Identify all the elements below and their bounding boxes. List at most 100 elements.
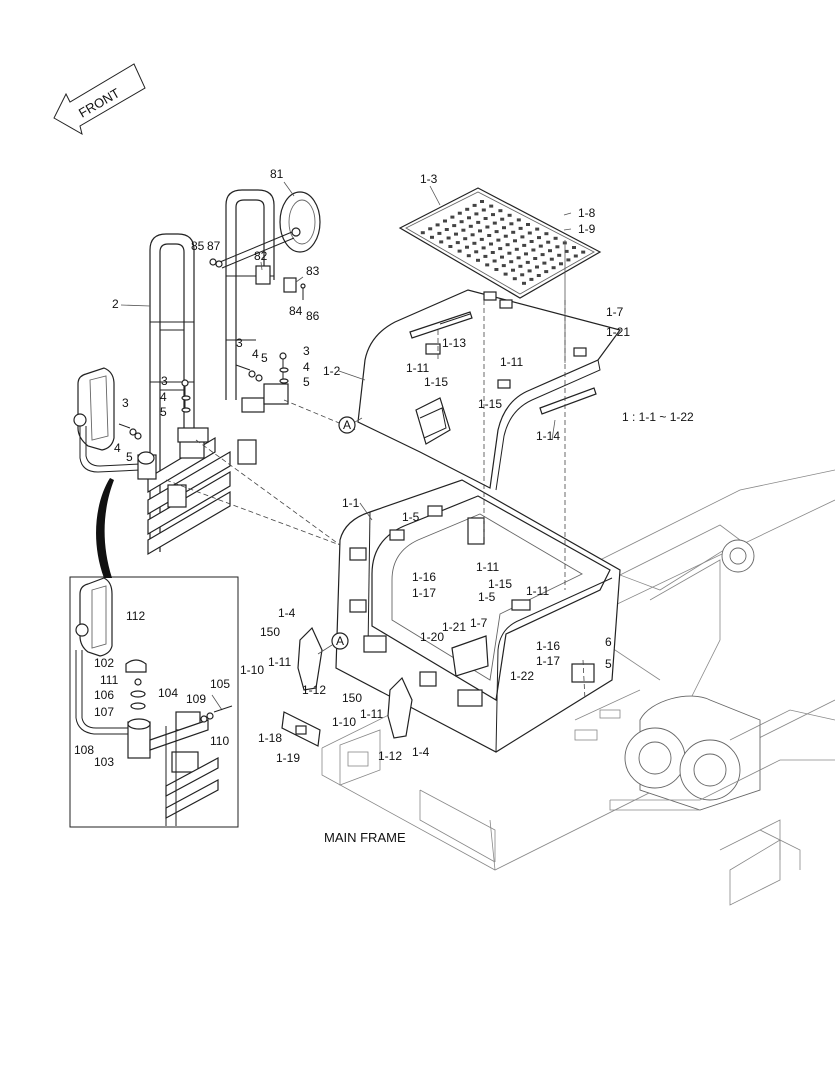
perforation	[549, 257, 554, 261]
perforation	[437, 231, 442, 235]
callout-1-17-b: 1-17	[536, 654, 560, 668]
perforation	[474, 250, 479, 254]
perforation	[535, 227, 540, 231]
perforation	[476, 220, 481, 224]
perforation	[516, 218, 521, 222]
view-markers: A A	[317, 416, 363, 655]
perforation	[454, 232, 458, 236]
perforation	[481, 246, 486, 250]
callout-1-11-d: 1-11	[526, 584, 549, 598]
perforation	[536, 274, 541, 277]
perforation	[505, 243, 510, 247]
perforation	[531, 248, 536, 252]
callout-5-d: 5	[126, 450, 133, 464]
callout-1-7-top: 1-7	[606, 305, 624, 319]
callout-4-d: 4	[114, 441, 121, 455]
perforation	[518, 226, 523, 230]
callout-83: 83	[306, 264, 320, 278]
perforation	[542, 261, 547, 265]
perforation	[526, 223, 530, 226]
perforation	[485, 263, 490, 267]
top-cover	[357, 289, 622, 491]
perforation	[514, 247, 519, 251]
detail-inset	[69, 478, 239, 828]
perforation	[435, 223, 440, 227]
perforation	[513, 239, 517, 243]
perforation	[494, 230, 499, 234]
perforation	[459, 220, 464, 224]
perforation	[474, 212, 479, 216]
callout-3-d: 3	[122, 396, 129, 410]
perforation	[444, 228, 449, 231]
callout-1-20: 1-20	[420, 630, 444, 644]
perforation	[443, 219, 447, 223]
callout-1-11-a: 1-11	[406, 361, 429, 375]
callout-84: 84	[289, 304, 303, 318]
perforation	[470, 233, 475, 237]
perforation	[463, 237, 468, 241]
perforation	[490, 251, 495, 254]
front-arrow: FRONT	[53, 63, 146, 136]
perforation	[559, 262, 563, 266]
callout-1-7-b: 1-7	[470, 616, 488, 630]
perforation	[487, 234, 492, 237]
callout-1-22: 1-22	[510, 669, 534, 683]
callout-109: 109	[186, 692, 206, 706]
perforation	[448, 245, 453, 248]
callout-1-11-c: 1-11	[476, 560, 499, 574]
perforation	[566, 258, 571, 262]
perforation	[573, 254, 578, 258]
callout-1-19: 1-19	[276, 751, 300, 765]
perforation	[511, 268, 515, 272]
perforation	[512, 277, 517, 281]
perforation	[540, 253, 545, 257]
callout-1-10-b: 1-10	[332, 715, 356, 729]
perforation	[507, 251, 512, 255]
callout-82: 82	[254, 249, 268, 263]
perforation	[548, 249, 552, 253]
perforation	[538, 244, 543, 248]
callout-1-9: 1-9	[578, 222, 596, 236]
perforation	[420, 231, 425, 235]
callout-3-c: 3	[303, 344, 310, 358]
perforation	[581, 250, 586, 254]
perforation	[544, 232, 549, 236]
perforation	[455, 241, 460, 245]
perforation	[535, 265, 539, 269]
perforation	[446, 236, 451, 240]
ref-note: 1 : 1-1 ~ 1-22	[622, 410, 694, 424]
callout-150-b: 150	[342, 691, 362, 705]
callout-111: 111	[100, 673, 119, 687]
callout-5-e: 5	[605, 657, 612, 671]
perforation	[476, 258, 480, 262]
callout-4-a: 4	[160, 390, 167, 404]
perforation	[478, 229, 482, 233]
callout-1-17-a: 1-17	[412, 586, 436, 600]
battery-box	[335, 479, 621, 753]
callout-150-a: 150	[260, 625, 280, 639]
callout-5-a: 5	[160, 405, 167, 419]
callout-1-4-b: 1-4	[412, 745, 430, 759]
perforation	[509, 260, 514, 264]
callout-86: 86	[306, 309, 320, 323]
callout-1-12-a: 1-12	[302, 683, 326, 697]
callout-1-15-a: 1-15	[424, 375, 448, 389]
bolt-washer-sets	[118, 283, 306, 440]
perforation	[472, 203, 477, 207]
perforation	[428, 227, 433, 231]
perforation	[520, 235, 525, 239]
perforation	[483, 254, 488, 258]
callout-108: 108	[74, 743, 94, 757]
perforation	[496, 238, 501, 242]
perforation	[485, 225, 490, 229]
callout-1-11-b: 1-11	[500, 355, 523, 369]
perforation	[494, 268, 499, 271]
perforation	[509, 222, 514, 226]
callout-1-1: 1-1	[342, 496, 360, 510]
perforation	[524, 252, 528, 256]
perforation	[546, 240, 551, 244]
callout-5-c: 5	[303, 375, 310, 389]
perforation	[555, 245, 560, 249]
perforation	[468, 224, 473, 228]
perforation	[525, 260, 530, 264]
